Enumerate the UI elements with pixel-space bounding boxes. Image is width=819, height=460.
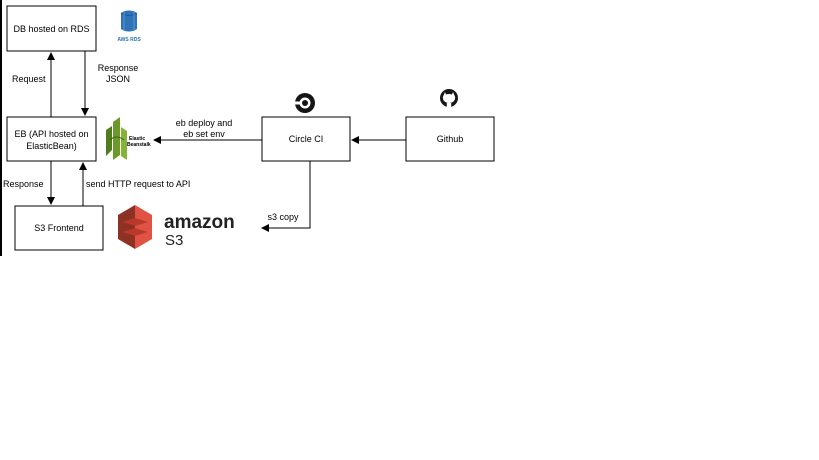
edge-response: Response (3, 161, 55, 205)
node-db[interactable]: DB hosted on RDS (6, 5, 97, 52)
node-github-label: Github (437, 134, 464, 144)
beanstalk-text: Beanstalk (127, 142, 151, 148)
node-github[interactable]: Github (405, 116, 495, 162)
node-eb-label-line1: EB (API hosted on (14, 129, 88, 139)
edge-eb-deploy: eb deploy and eb set env (153, 118, 262, 144)
edge-s3-copy-label: s3 copy (267, 212, 299, 222)
aws-rds-text: AWS RDS (117, 37, 141, 43)
edge-response-json-label-2: JSON (106, 74, 130, 84)
edge-response-label: Response (3, 179, 44, 189)
elastic-beanstalk-icon: Elastic Beanstalk (106, 117, 151, 160)
node-eb[interactable]: EB (API hosted on ElasticBean) (6, 116, 97, 162)
edge-response-json: Response JSON (81, 51, 139, 116)
node-eb-label-line2: ElasticBean) (26, 141, 77, 151)
node-db-label: DB hosted on RDS (13, 24, 89, 34)
node-s3-label: S3 Frontend (34, 223, 84, 233)
node-circle-label: Circle CI (289, 134, 324, 144)
edge-eb-deploy-label-2: eb set env (183, 129, 225, 139)
edge-eb-deploy-label-1: eb deploy and (176, 118, 233, 128)
edge-request: Request (12, 52, 55, 117)
edge-response-json-label-1: Response (98, 63, 139, 73)
aws-rds-icon: AWS RDS (117, 10, 141, 43)
edge-s3-copy: s3 copy (261, 161, 311, 232)
github-icon (440, 89, 458, 107)
edge-send-http: send HTTP request to API (79, 162, 190, 206)
edge-request-label: Request (12, 74, 46, 84)
node-s3-frontend[interactable]: S3 Frontend (14, 205, 104, 251)
elastic-text: Elastic (129, 136, 145, 142)
amazon-text: amazon (164, 212, 235, 233)
amazon-s3-icon: amazon S3 (118, 205, 235, 249)
circleci-icon (294, 93, 315, 113)
node-circle-ci[interactable]: Circle CI (261, 116, 351, 162)
edge-send-http-label: send HTTP request to API (86, 179, 190, 189)
s3-logo-text: S3 (165, 232, 183, 249)
